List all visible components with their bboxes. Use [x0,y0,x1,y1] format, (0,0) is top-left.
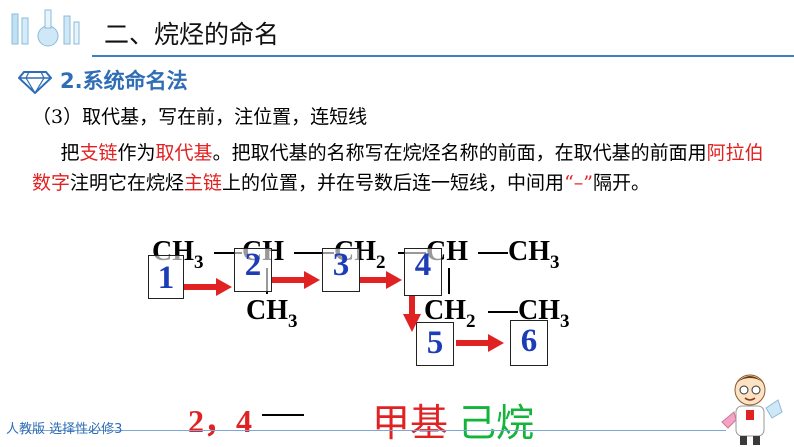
number-box-3: 3 [322,247,360,292]
number-box-4: 4 [404,247,442,296]
para-text: 注明它在烷烃 [70,172,185,194]
bond [478,252,508,254]
number-box-5: 5 [416,322,454,366]
keyword-substituent: 取代基 [155,142,213,164]
para-text: 。把取代基的名称写在烷烃名称的前面，在取代基的前面用 [212,142,707,164]
footer-divider [26,430,726,431]
number-box-2: 2 [234,247,272,292]
footer-textbook-label: 人教版 选择性必修3 [6,422,123,437]
answer-hexane: 己烷 [458,401,535,445]
sub-heading: （3）取代基，写在前，注位置，连短线 [32,106,368,128]
keyword-arabic-numerals: 阿拉伯数字 [32,142,764,194]
header-divider [92,55,794,57]
para-text: 把 [60,142,80,164]
bond [214,252,242,254]
para-text: 隔开。 [593,172,651,194]
formula-side-ch2: CH2 [424,295,476,333]
keyword-branch: 支链 [79,142,118,164]
keyword-main-chain: 主链 [184,172,223,194]
keyword-dash: “–” [564,172,593,194]
scientist-cartoon-icon [721,374,783,445]
answer-positions: 2，4 [188,403,253,439]
number-box-1: 1 [148,255,184,299]
page-title: 二、烷烃的命名 [104,20,280,49]
diamond-icon [18,71,52,94]
number-box-6: 6 [510,320,548,366]
bond [294,252,334,254]
para-text: 上的位置，并在号数后连一短线，中间用 [222,172,565,194]
answer-dash [262,414,304,416]
para-text: 作为 [117,142,156,164]
answer-methyl: 甲基 [372,401,449,445]
formula-ch3-right: CH3 [508,236,560,274]
section-label: 2.系统命名法 [60,69,188,93]
bond-vertical [448,268,450,294]
bond [488,311,518,313]
lab-glassware-icon [11,9,80,47]
rule-paragraph: 把支链作为取代基。把取代基的名称写在烷烃名称的前面，在取代基的前面用阿拉伯数字注… [32,138,782,198]
formula-branch-ch3: CH3 [246,295,298,333]
